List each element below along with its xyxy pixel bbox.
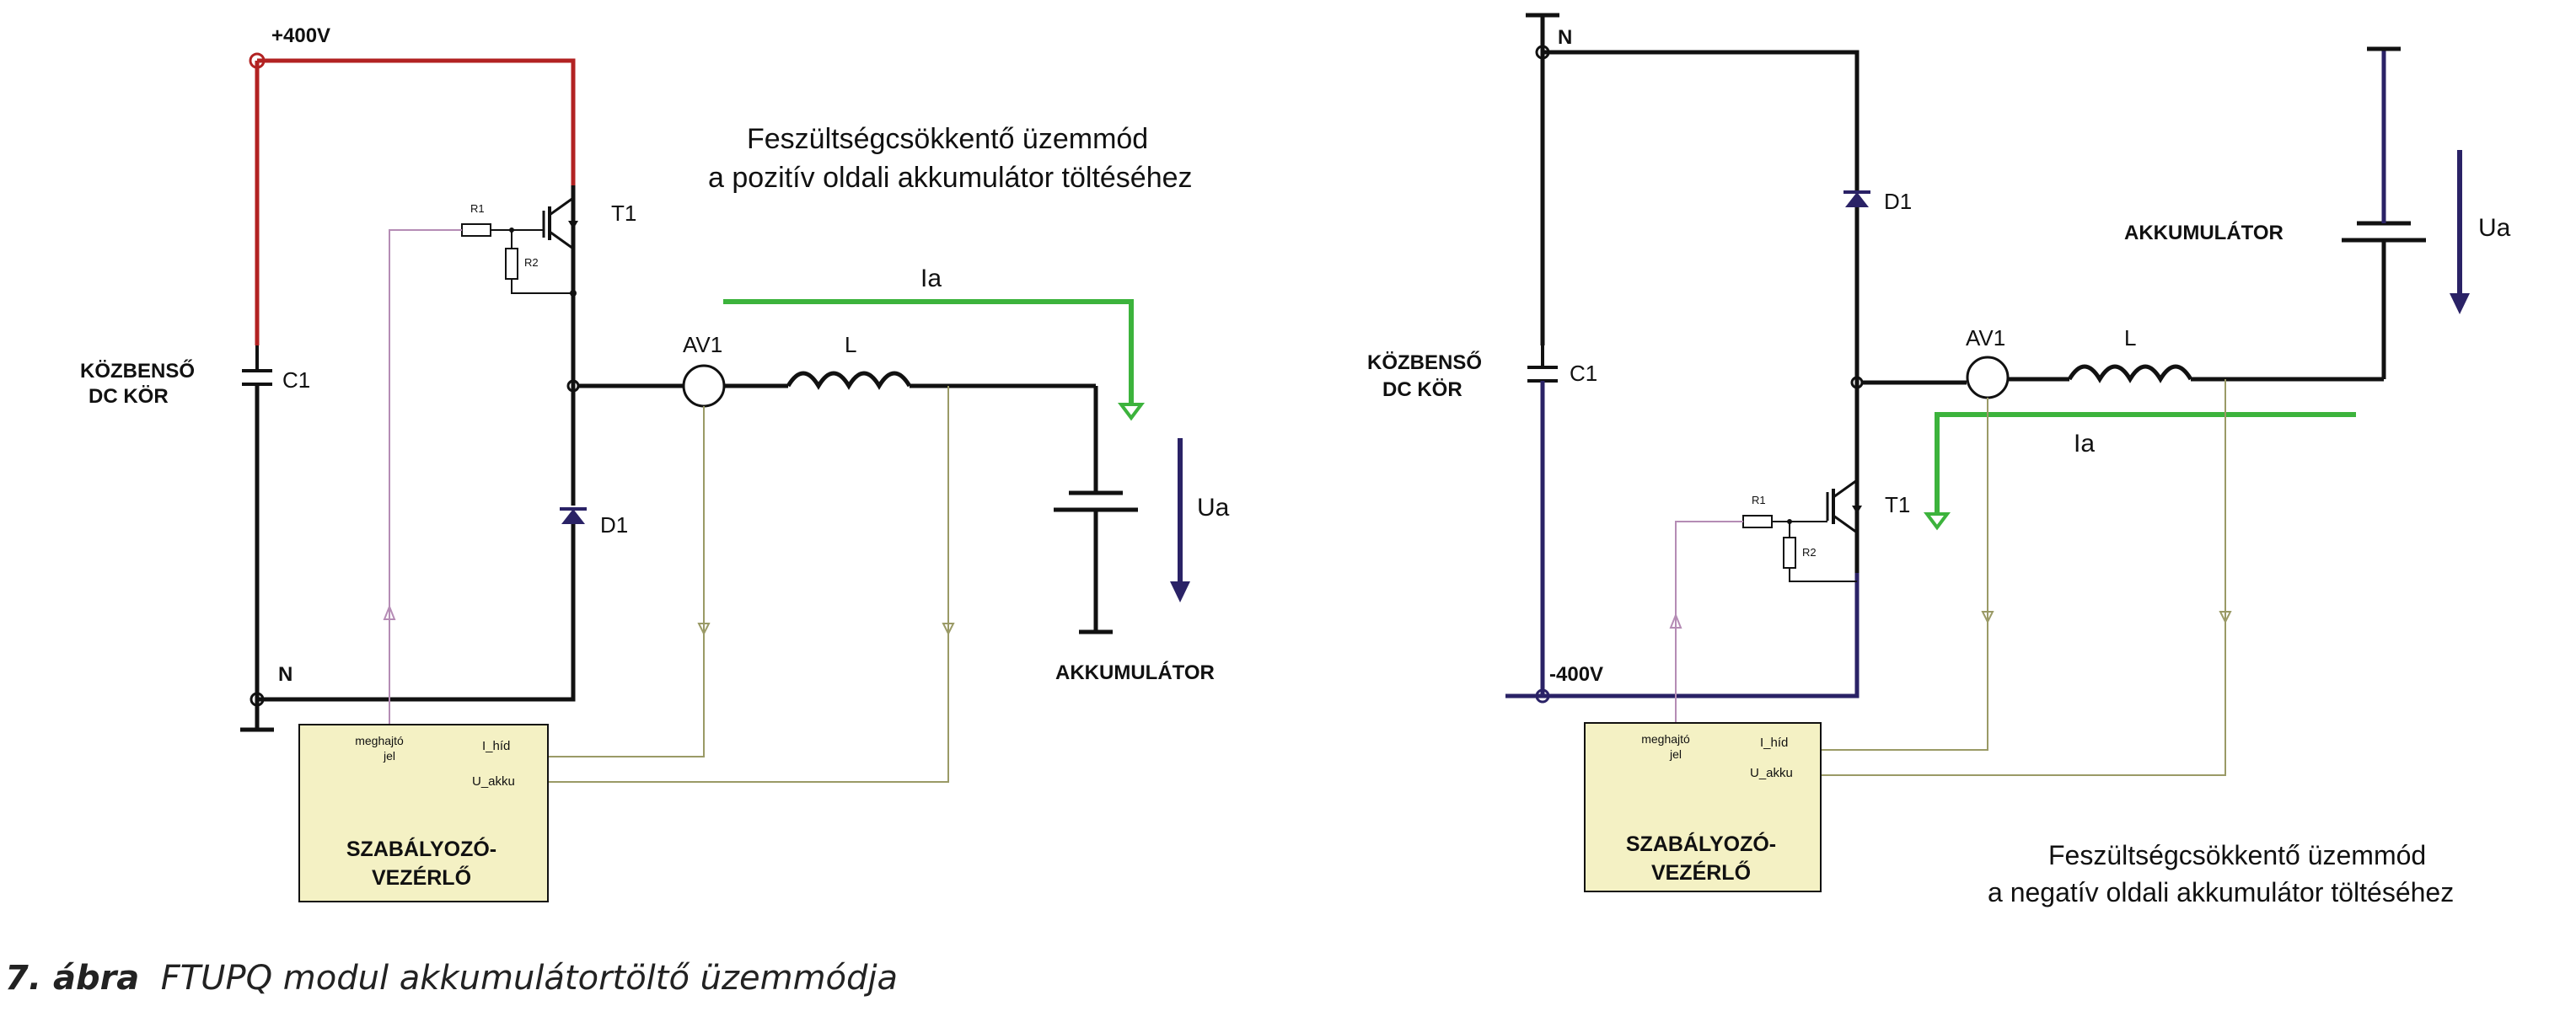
positive-rail bbox=[257, 58, 576, 185]
mode-title-2: a pozitív oldali akkumulátor töltéséhez bbox=[708, 162, 1193, 194]
l-label: L bbox=[2124, 325, 2136, 351]
battery-label: AKKUMULÁTOR bbox=[1055, 661, 1215, 684]
l-label: L bbox=[845, 332, 856, 357]
gate-resistors bbox=[1742, 515, 1857, 582]
controller-box bbox=[1584, 722, 1822, 892]
ihid-signal-line bbox=[1821, 398, 1988, 751]
diode-d1 bbox=[1843, 190, 1870, 207]
inductor-l bbox=[2067, 364, 2193, 383]
igbt-t1 bbox=[542, 196, 578, 250]
r2-label: R2 bbox=[1802, 546, 1817, 559]
ia-label: Ia bbox=[920, 265, 942, 292]
gate-resistors bbox=[461, 223, 577, 297]
dc-bus-label-2: DC KÖR bbox=[1382, 378, 1462, 401]
t1-label: T1 bbox=[1885, 492, 1910, 517]
drive-signal-line bbox=[1675, 521, 1743, 730]
battery bbox=[2342, 46, 2426, 243]
capacitor-c1 bbox=[1527, 345, 1558, 383]
negative-rail bbox=[1540, 381, 1860, 699]
controller-box bbox=[298, 724, 549, 902]
uakku-signal-line bbox=[548, 386, 949, 783]
neutral-rail bbox=[257, 539, 576, 702]
ctrl-ihid-label: I_híd bbox=[482, 739, 510, 753]
rail-bottom-label: -400V bbox=[1549, 663, 1603, 686]
ctrl-ihid-label: I_híd bbox=[1760, 736, 1788, 750]
r1-label: R1 bbox=[1752, 494, 1766, 506]
r2-label: R2 bbox=[524, 256, 539, 269]
ctrl-drive-label-1: meghajtó bbox=[1641, 732, 1690, 746]
rail-top-label: N bbox=[1558, 26, 1572, 49]
mode-title-1: Feszültségcsökkentő üzemmód bbox=[2048, 840, 2426, 870]
figure-caption-text: FTUPQ modul akkumulátortöltő üzemmódja bbox=[160, 959, 899, 998]
current-ia-arrow bbox=[723, 299, 1134, 404]
mode-title-2: a negatív oldali akkumulátor töltéséhez bbox=[1988, 877, 2454, 907]
ctrl-title-2: VEZÉRLŐ bbox=[372, 865, 471, 890]
diode-d1 bbox=[560, 507, 587, 524]
ctrl-title-1: SZABÁLYOZÓ- bbox=[1626, 831, 1776, 856]
c1-label: C1 bbox=[1570, 361, 1597, 386]
d1-label: D1 bbox=[600, 512, 628, 538]
positive-node bbox=[249, 52, 266, 69]
rail-top-label: +400V bbox=[271, 24, 330, 47]
igbt-t1 bbox=[1826, 479, 1862, 534]
current-sensor-av1 bbox=[682, 364, 726, 408]
current-sensor-av1 bbox=[1966, 356, 2010, 399]
dc-bus-label-1: KÖZBENSŐ bbox=[1367, 351, 1482, 374]
t1-label: T1 bbox=[611, 201, 636, 226]
rail-bottom-label: N bbox=[278, 663, 292, 686]
right-circuit: N -400V KÖZBENSŐ DC KÖR C1 T1 D1 R1 R2 A… bbox=[1367, 13, 2511, 907]
av1-label: AV1 bbox=[683, 332, 722, 357]
figure-caption: 7. ábra FTUPQ modul akkumulátortöltő üze… bbox=[5, 959, 898, 998]
ctrl-drive-label-2: jel bbox=[383, 749, 395, 763]
capacitor-c1 bbox=[242, 345, 272, 699]
ctrl-uakku-label: U_akku bbox=[1750, 766, 1793, 780]
dc-bus-label-2: DC KÖR bbox=[89, 385, 169, 408]
mode-title-1: Feszültségcsökkentő üzemmód bbox=[747, 123, 1148, 155]
ctrl-title-1: SZABÁLYOZÓ- bbox=[346, 836, 496, 861]
d1-label: D1 bbox=[1884, 189, 1912, 214]
drive-signal-line bbox=[389, 229, 462, 741]
inductor-l bbox=[786, 371, 912, 390]
ua-label: Ua bbox=[2478, 214, 2511, 242]
ctrl-drive-label-2: jel bbox=[1669, 747, 1682, 761]
uakku-signal-line bbox=[1821, 379, 2226, 776]
ctrl-title-2: VEZÉRLŐ bbox=[1651, 860, 1751, 885]
c1-label: C1 bbox=[282, 367, 310, 393]
r1-label: R1 bbox=[470, 202, 485, 215]
av1-label: AV1 bbox=[1966, 325, 2005, 351]
dc-bus-label-1: KÖZBENSŐ bbox=[80, 359, 195, 383]
battery-label: AKKUMULÁTOR bbox=[2124, 221, 2284, 244]
figure-number: 7. ábra bbox=[5, 959, 140, 998]
ia-label: Ia bbox=[2074, 430, 2095, 458]
ctrl-drive-label-1: meghajtó bbox=[355, 734, 404, 747]
ua-label: Ua bbox=[1197, 494, 1230, 522]
current-ia-arrow bbox=[1935, 412, 2356, 514]
battery bbox=[1054, 490, 1138, 634]
ctrl-uakku-label: U_akku bbox=[472, 774, 515, 789]
neutral-rail bbox=[1543, 50, 1860, 177]
ihid-signal-line bbox=[548, 406, 705, 757]
left-circuit: +400V N KÖZBENSŐ DC KÖR C1 T1 D1 R1 R2 A… bbox=[80, 24, 1230, 902]
